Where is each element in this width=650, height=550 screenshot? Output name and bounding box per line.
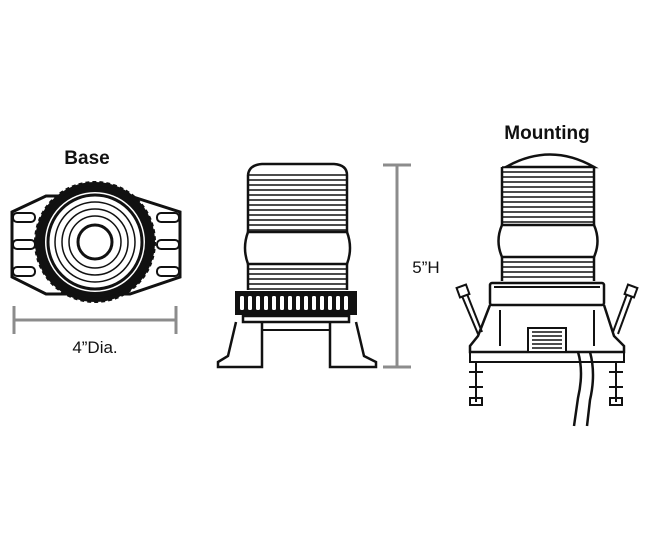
mounting-view: Mounting: [455, 123, 639, 427]
mount-bolt-left: [455, 283, 483, 406]
mount-bolt-right: [609, 283, 639, 406]
mount-connector-pins: [532, 331, 562, 349]
mount-upper-ribs: [500, 166, 596, 225]
mount-dome: [501, 153, 599, 169]
mounting-title: Mounting: [504, 123, 589, 144]
base-title: Base: [64, 148, 109, 169]
side-collar-teeth: [240, 296, 348, 310]
base-flange: [10, 194, 182, 296]
diameter-dimension-line: [12, 306, 178, 334]
base-lens-rings: [34, 181, 156, 303]
side-foot-left: [216, 321, 264, 369]
base-mount-slots-right: [156, 212, 180, 277]
mount-cable-outer: [585, 351, 595, 427]
base-mount-slots-left: [12, 212, 36, 277]
mount-collar: [488, 281, 606, 307]
diameter-label: 4”Dia.: [72, 338, 117, 357]
side-smooth-band: [243, 230, 352, 266]
height-dimension-line: [383, 163, 411, 369]
side-foot-right: [328, 321, 378, 369]
side-lower-ribs: [246, 263, 349, 290]
side-base-plate: [241, 314, 351, 324]
side-dome-top: [246, 162, 349, 176]
height-label: 5”H: [412, 258, 439, 277]
beacon-side-view: 5”H: [216, 162, 440, 369]
mount-lower-ribs: [500, 256, 596, 281]
mount-smooth-band: [497, 223, 599, 259]
base-top-view: Base: [10, 148, 182, 357]
mount-cable: [572, 351, 583, 427]
mount-surface-plate: [469, 351, 625, 363]
side-upper-ribs: [246, 174, 349, 232]
